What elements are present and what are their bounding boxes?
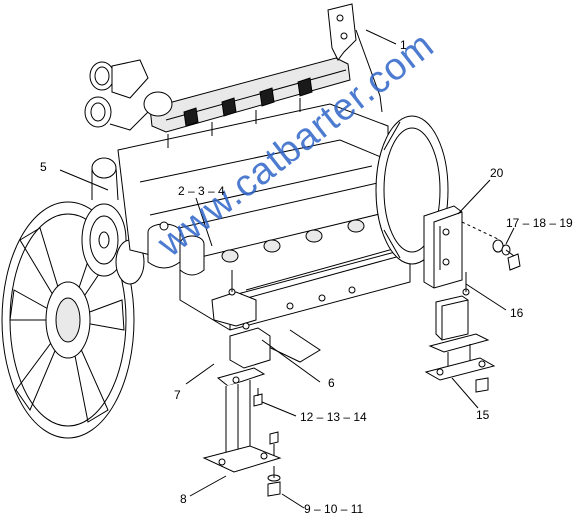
rear-mount	[424, 272, 496, 393]
front-support-leg	[202, 367, 282, 473]
engine-block	[117, 103, 411, 363]
callout-5: 5	[40, 160, 47, 174]
callout-2-3-4: 2 – 3 – 4	[178, 184, 225, 198]
callout-20: 20	[490, 166, 504, 180]
leader-lines	[59, 29, 515, 509]
oil-filter	[147, 221, 205, 276]
front-mount-bolts	[253, 388, 281, 497]
callout-8: 8	[180, 492, 187, 506]
callout-15: 15	[476, 408, 490, 422]
callout-1: 1	[400, 38, 407, 52]
lifting-bracket	[327, 3, 383, 113]
callout-17-18-19: 17 – 18 – 19	[506, 216, 573, 230]
callout-16: 16	[510, 306, 524, 320]
valve-cover	[149, 57, 351, 148]
callout-9-10-11: 9 – 10 – 11	[304, 502, 364, 516]
callout-6: 6	[328, 376, 335, 390]
callout-12-13-14: 12 – 13 – 14	[300, 410, 367, 424]
rear-bracket	[423, 205, 463, 289]
rear-bracket-bolt	[461, 221, 521, 271]
callout-7: 7	[174, 388, 181, 402]
front-mount-bracket	[211, 270, 271, 369]
turbocharger	[84, 59, 173, 131]
